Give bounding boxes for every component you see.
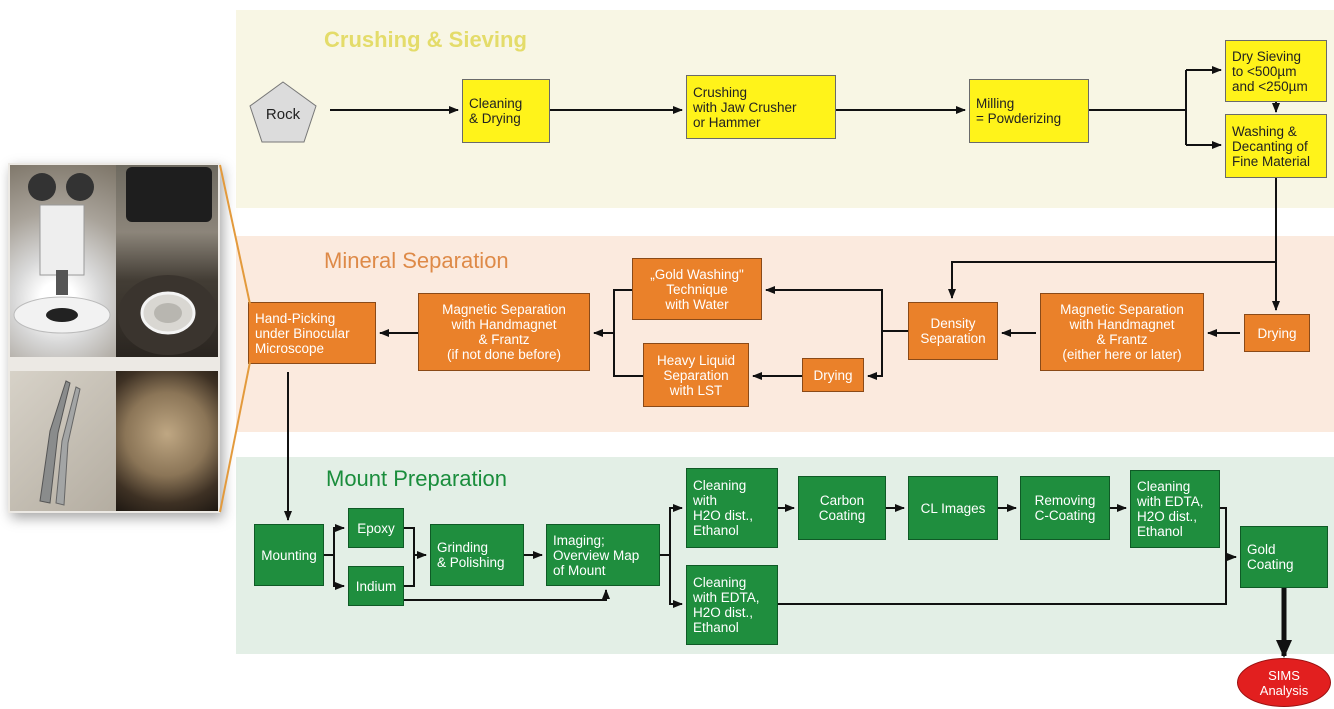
milling-label: Milling = Powderizing (976, 96, 1062, 126)
epoxy-label: Epoxy (357, 520, 395, 536)
magnetic-separation-box-1: Magnetic Separation with Handmagnet & Fr… (1040, 293, 1204, 371)
drying-box-1: Drying (1244, 314, 1310, 352)
gold-washing-label: „Gold Washing" Technique with Water (650, 266, 744, 312)
mount-preparation-title: Mount Preparation (326, 466, 507, 491)
drying-label-2: Drying (813, 367, 853, 383)
cleaning-edta-label-2: Cleaning with EDTA, H2O dist., Ethanol (693, 575, 760, 635)
crushing-box: Crushing with Jaw Crusher or Hammer (686, 75, 836, 139)
crushing-label: Crushing with Jaw Crusher or Hammer (693, 84, 797, 130)
mineral-grains-photo (116, 371, 218, 511)
milling-box: Milling = Powderizing (969, 79, 1089, 143)
cleaning-drying-label: Cleaning & Drying (469, 96, 523, 126)
magnetic-separation-label-1: Magnetic Separation with Handmagnet & Fr… (1060, 302, 1184, 362)
tweezers-photo (10, 371, 116, 511)
imaging-box: Imaging; Overview Map of Mount (546, 524, 660, 586)
carbon-coating-box: Carbon Coating (798, 476, 886, 540)
cl-images-label: CL Images (920, 500, 986, 516)
cleaning-edta-label-1: Cleaning with EDTA, H2O dist., Ethanol (1137, 479, 1204, 539)
gold-coating-label: Gold Coating (1247, 542, 1294, 572)
rock-node: Rock (248, 80, 318, 144)
hand-picking-label: Hand-Picking under Binocular Microscope (255, 310, 350, 356)
cl-images-box: CL Images (908, 476, 998, 540)
microscope-stage-photo (116, 165, 218, 357)
crushing-sieving-title: Crushing & Sieving (324, 27, 527, 52)
carbon-coating-label: Carbon Coating (818, 493, 866, 523)
mineral-separation-title: Mineral Separation (324, 248, 509, 273)
grinding-polishing-box: Grinding & Polishing (430, 524, 524, 586)
density-separation-label: Density Separation (920, 316, 986, 346)
photo-panel (8, 163, 220, 513)
rock-label: Rock (265, 105, 301, 123)
washing-decanting-box: Washing & Decanting of Fine Material (1225, 114, 1327, 178)
dry-sieving-box: Dry Sieving to <500µm and <250µm (1225, 40, 1327, 102)
cleaning-edta-box-1: Cleaning with EDTA, H2O dist., Ethanol (1130, 470, 1220, 548)
magnetic-separation-label-2: Magnetic Separation with Handmagnet & Fr… (442, 302, 566, 362)
cleaning-edta-box-2: Cleaning with EDTA, H2O dist., Ethanol (686, 565, 778, 645)
grinding-polishing-label: Grinding & Polishing (437, 540, 505, 570)
gold-washing-box: „Gold Washing" Technique with Water (632, 258, 762, 320)
rock-pentagon-shape (249, 81, 317, 143)
mounting-label: Mounting (261, 547, 317, 563)
removing-c-coating-box: Removing C-Coating (1020, 476, 1110, 540)
drying-box-2: Drying (802, 358, 864, 392)
imaging-label: Imaging; Overview Map of Mount (553, 532, 640, 578)
washing-decanting-label: Washing & Decanting of Fine Material (1232, 123, 1311, 169)
dry-sieving-label: Dry Sieving to <500µm and <250µm (1232, 48, 1308, 94)
cleaning-h2o-box: Cleaning with H2O dist., Ethanol (686, 468, 778, 548)
indium-box: Indium (348, 566, 404, 606)
heavy-liquid-separation-label: Heavy Liquid Separation with LST (656, 352, 736, 398)
gold-coating-box: Gold Coating (1240, 526, 1328, 588)
cleaning-h2o-label: Cleaning with H2O dist., Ethanol (693, 478, 754, 538)
magnetic-separation-box-2: Magnetic Separation with Handmagnet & Fr… (418, 293, 590, 371)
density-separation-box: Density Separation (908, 302, 998, 360)
sims-analysis-node: SIMS Analysis (1237, 658, 1331, 707)
epoxy-box: Epoxy (348, 508, 404, 548)
heavy-liquid-separation-box: Heavy Liquid Separation with LST (643, 343, 749, 407)
removing-c-coating-label: Removing C-Coating (1034, 493, 1096, 523)
hand-picking-box: Hand-Picking under Binocular Microscope (248, 302, 376, 364)
binocular-microscope-photo (10, 165, 116, 357)
indium-label: Indium (355, 578, 397, 594)
cleaning-drying-box: Cleaning & Drying (462, 79, 550, 143)
mounting-box: Mounting (254, 524, 324, 586)
drying-label-1: Drying (1257, 325, 1297, 341)
